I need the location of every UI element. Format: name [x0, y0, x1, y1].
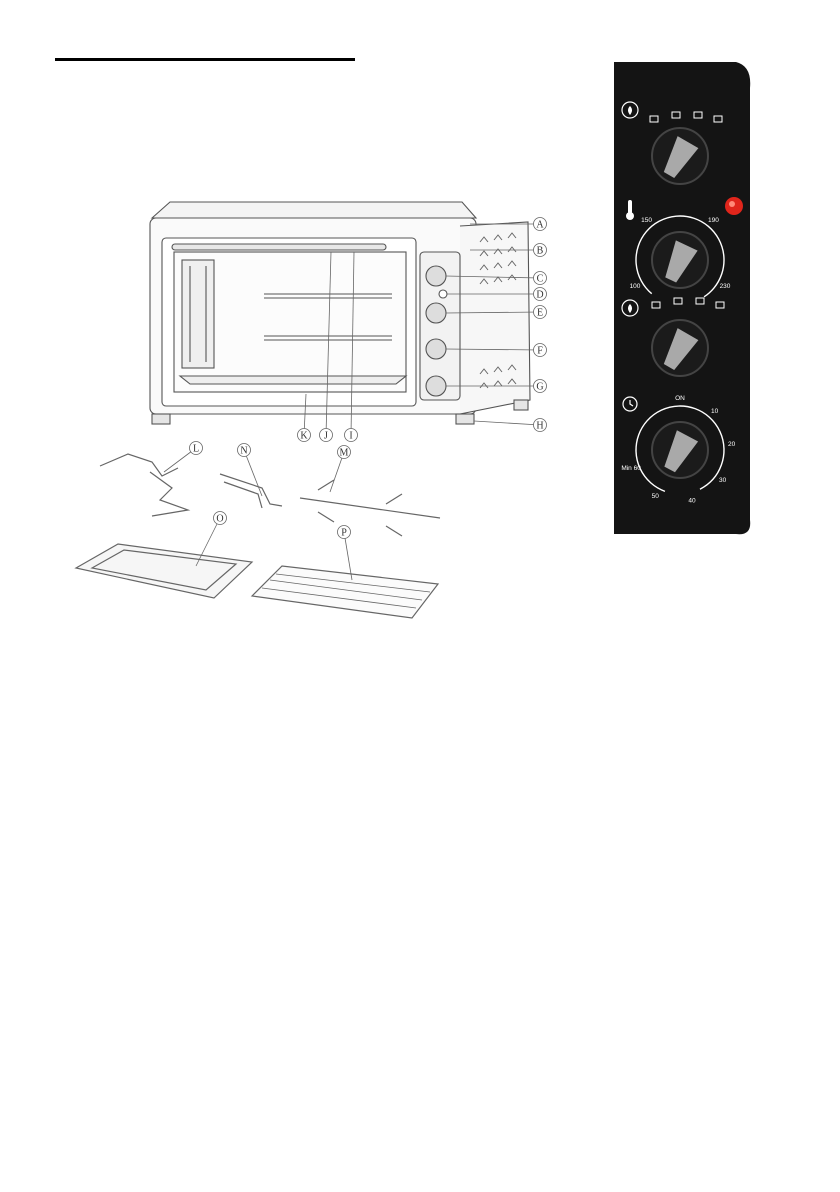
oven-top — [152, 202, 476, 218]
oven-parts-diagram: A B CDE F G H K J I L N M O P — [0, 80, 590, 620]
callout-label-d: D — [536, 290, 543, 301]
timer-scale-label: ON — [675, 395, 685, 402]
oven-knob-1 — [426, 266, 446, 286]
callout-label-h: H — [536, 421, 543, 432]
function-knob[interactable] — [652, 128, 708, 184]
baking-tray — [76, 544, 252, 598]
heating-element-knob[interactable] — [652, 320, 708, 376]
callout-label-l: L — [193, 444, 199, 455]
callout-label-n: N — [240, 446, 247, 457]
timer-scale-label: 10 — [711, 408, 719, 415]
temperature-scale-label: 100 — [630, 283, 641, 290]
temperature-scale-label: 150 — [641, 217, 652, 224]
callout-leader-h — [474, 421, 540, 425]
wire-rack — [252, 566, 438, 618]
callout-label-f: F — [537, 346, 543, 357]
temperature-scale-label: 190 — [708, 217, 719, 224]
callout-label-b: B — [537, 246, 544, 257]
timer-scale-label: 50 — [652, 493, 660, 500]
oven-knob-2 — [426, 303, 446, 323]
callout-label-k: K — [300, 431, 308, 442]
rotisserie-spit — [300, 498, 440, 518]
temperature-scale-label: 230 — [720, 283, 731, 290]
timer-scale-label: 30 — [719, 477, 727, 484]
side-rack — [182, 260, 214, 368]
indicator-lamp — [439, 290, 447, 298]
oven-foot — [152, 414, 170, 424]
callout-label-p: P — [341, 528, 347, 539]
heading-underline — [55, 58, 355, 61]
callout-leader-n — [244, 450, 262, 496]
callout-label-j: J — [324, 431, 328, 442]
callout-label-e: E — [537, 308, 543, 319]
callout-label-g: G — [536, 382, 543, 393]
timer-scale-label: Min 60 — [621, 465, 641, 472]
oven-knob-4 — [426, 376, 446, 396]
oven-knob-3 — [426, 339, 446, 359]
door-handle — [172, 244, 386, 250]
callout-label-c: C — [537, 274, 544, 285]
rotisserie-handle — [220, 474, 282, 508]
callout-label-o: O — [216, 514, 223, 525]
callout-label-m: M — [340, 448, 349, 459]
oven-foot — [456, 414, 474, 424]
timer-scale-label: 40 — [688, 498, 696, 505]
callout-label-a: A — [536, 220, 544, 231]
oven-foot — [514, 400, 528, 410]
rack-clamp — [100, 454, 188, 516]
timer-scale-label: 20 — [728, 441, 736, 448]
callout-label-i: I — [349, 431, 352, 442]
